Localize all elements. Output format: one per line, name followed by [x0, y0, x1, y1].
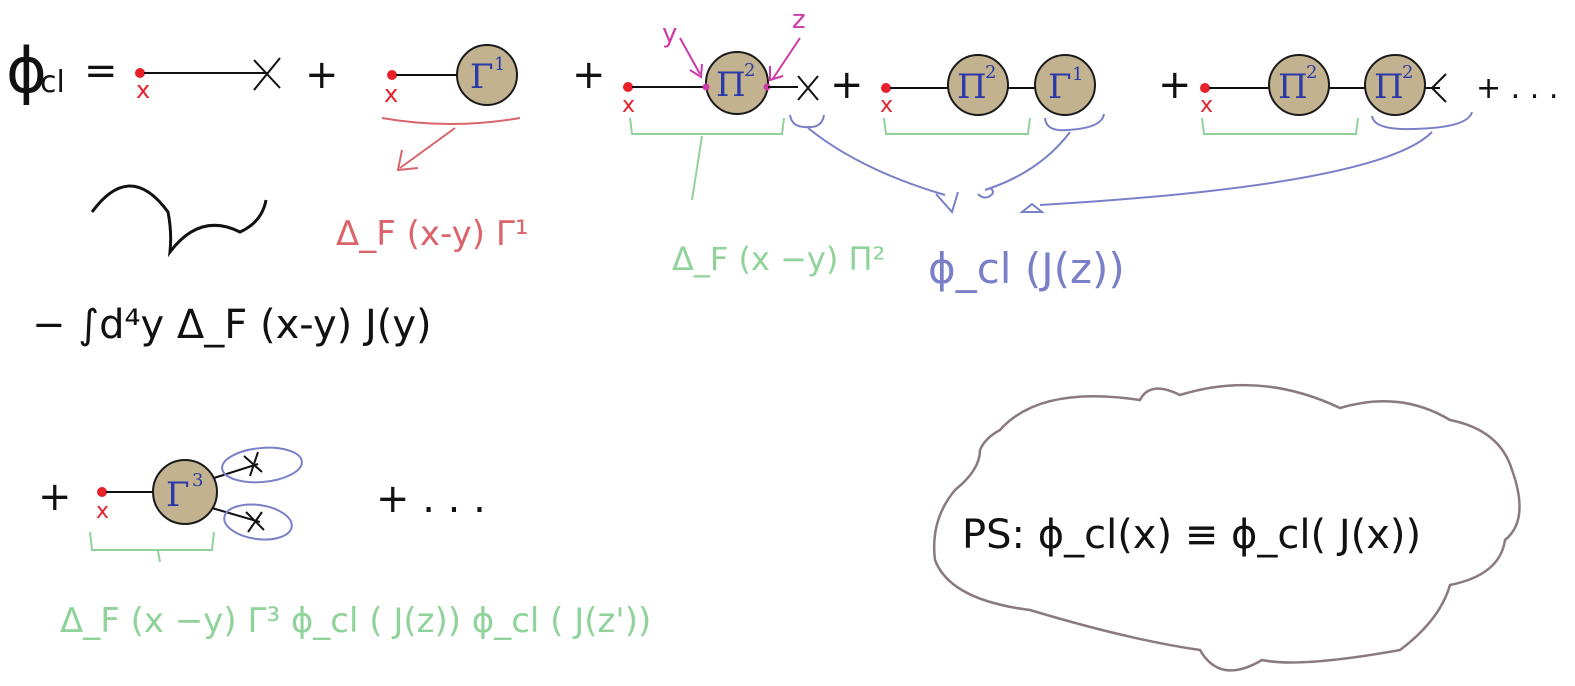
magenta-arrow-line: [679, 37, 701, 75]
blue-arrow-line: [807, 127, 946, 196]
red-propagator-annotation: Δ_F (x-y) Γ¹: [336, 214, 528, 254]
source-cross-icon: [1430, 73, 1447, 103]
green-connector: [691, 135, 703, 201]
green-bracket: [883, 117, 1031, 135]
bottom-annotation: Δ_F (x −y) Γ³ ϕ_cl ( J(z)) ϕ_cl ( J(z')): [60, 601, 651, 641]
green-propagator-annotation: Δ_F (x −y) Π²: [672, 240, 885, 278]
pi2-blob: [705, 51, 769, 115]
blue-loop-outline: [223, 503, 293, 541]
vertex-x-dot: [97, 487, 107, 497]
green-bracket: [89, 531, 215, 551]
vertex-x-dot: [387, 70, 397, 80]
blue-bracket: [1044, 113, 1105, 132]
x-label: x: [96, 499, 109, 524]
gamma1-blob: [456, 44, 518, 106]
red-bracket: [381, 117, 521, 125]
z-label: z: [792, 5, 806, 35]
pi2-blob: [1268, 54, 1330, 116]
vertex-x-dot: [881, 83, 891, 93]
ps-cloud: PS: ϕ_cl(x) ≡ ϕ_cl( J(x)): [933, 383, 1521, 672]
magenta-arrow-head-icon: [689, 63, 703, 79]
gamma-symbol: Γ: [166, 475, 190, 515]
source-cross-icon: [253, 57, 281, 91]
plus-sign: +: [1158, 62, 1192, 108]
blue-arrow-head-icon: [1019, 202, 1045, 213]
blue-arrow-head-icon: [977, 187, 994, 199]
blue-bracket: [1371, 111, 1473, 131]
x-label: x: [384, 80, 398, 108]
lhs-phi-cl: ϕ cl =: [6, 34, 118, 107]
plus-sign: +: [305, 52, 339, 98]
term3-pi2: Π 2 x y z: [622, 5, 825, 201]
propagator-line: [211, 507, 261, 523]
gamma1-blob: [1034, 54, 1096, 116]
pi-symbol: Π: [716, 65, 746, 105]
green-bracket: [1201, 117, 1359, 135]
propagator-line: [213, 463, 259, 479]
y-label: y: [662, 19, 677, 49]
gamma3-blob: [152, 459, 218, 525]
red-arrow-head-icon: [396, 149, 419, 172]
pi-symbol: Π: [957, 67, 987, 107]
pi-symbol: Π: [1278, 67, 1308, 107]
x-label: x: [880, 93, 893, 118]
gamma-symbol: Γ: [1048, 67, 1072, 107]
magenta-vertex-dot: [763, 83, 771, 91]
x-label: x: [622, 93, 635, 118]
x-label: x: [1200, 93, 1213, 118]
trailing-ellipsis: + . . .: [1476, 71, 1558, 106]
magenta-arrow-head-icon: [769, 66, 784, 82]
pi-superscript: 2: [1402, 62, 1413, 83]
gamma-superscript: 3: [192, 470, 203, 491]
pi-superscript: 2: [1306, 62, 1317, 83]
blue-bracket: [789, 114, 825, 129]
cl-subscript: cl: [40, 65, 65, 100]
magenta-vertex-dot: [702, 83, 710, 91]
blue-arrow-line: [984, 131, 1071, 191]
source-cross-icon: [797, 75, 819, 101]
term1-free-propagator: x: [135, 57, 281, 104]
black-squiggle: [90, 184, 268, 258]
magenta-arrow-line: [771, 37, 801, 81]
cloud-outline: [933, 383, 1521, 672]
source-cross-icon: [245, 511, 265, 533]
blue-convergence-arrows: [807, 127, 1433, 215]
gamma-superscript: 1: [494, 54, 505, 75]
ps-note: PS: ϕ_cl(x) ≡ ϕ_cl( J(x)): [962, 512, 1421, 558]
vertex-x-dot: [1200, 83, 1210, 93]
pi2-blob: [947, 54, 1009, 116]
pi-superscript: 2: [744, 60, 755, 81]
green-connector: [157, 550, 161, 563]
gamma-superscript: 1: [1072, 64, 1083, 85]
plus-sign: +: [572, 52, 606, 98]
plus-sign: +: [830, 62, 864, 108]
vertex-x-dot: [135, 68, 145, 78]
pi-symbol: Π: [1374, 67, 1404, 107]
blue-arrow-line: [1039, 131, 1433, 206]
term5-pi2-pi2: Π 2 Π 2 x + . . .: [1200, 54, 1558, 135]
phi-symbol: ϕ: [6, 34, 47, 107]
x-label: x: [136, 76, 150, 104]
equals-sign: =: [84, 48, 118, 94]
term2-gamma1: Γ 1 x: [381, 44, 521, 172]
term4-pi2-gamma1: Π 2 Γ 1 x: [880, 54, 1105, 135]
pi2-blob: [1364, 54, 1426, 116]
blue-arrow-head-icon: [935, 191, 959, 215]
gamma-symbol: Γ: [470, 57, 494, 97]
blue-loop-outline: [221, 446, 303, 484]
source-cross-icon: [243, 451, 263, 477]
trailing-ellipsis: + . . .: [376, 476, 486, 522]
source-term-annotation: − ∫d⁴y Δ_F (x-y) J(y): [32, 302, 432, 348]
term-gamma3: + Γ 3 x + . . .: [38, 446, 486, 563]
vertex-x-dot: [623, 82, 633, 92]
plus-sign: +: [38, 474, 72, 520]
blue-phi-annotation: ϕ_cl (J(z)): [928, 244, 1125, 293]
green-bracket: [629, 117, 785, 135]
pi-superscript: 2: [985, 62, 996, 83]
red-arrow-line: [399, 127, 456, 169]
